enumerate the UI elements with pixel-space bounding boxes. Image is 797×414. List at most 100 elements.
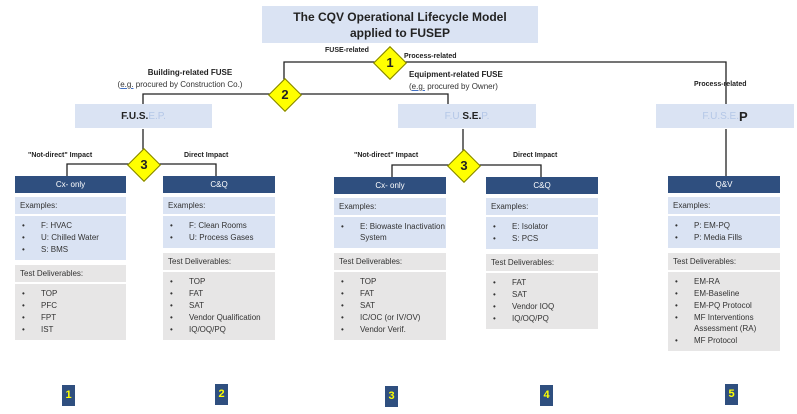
list-item: S: BMS xyxy=(15,244,126,255)
deliverables-list: FATSATVendor IOQIQ/OQ/PQ xyxy=(486,273,598,329)
list: FATSATVendor IOQIQ/OQ/PQ xyxy=(486,277,598,324)
title-line-1: The CQV Operational Lifecycle Model xyxy=(293,9,507,24)
deliverables-label: Test Deliverables: xyxy=(15,265,126,282)
list: P: EM-PQP: Media Fills xyxy=(668,220,780,243)
connector-2-to-equipment xyxy=(295,93,449,104)
list-item: FPT xyxy=(15,312,126,323)
list-item: FAT xyxy=(163,288,275,299)
list: EM-RAEM-BaselineEM-PQ ProtocolMF Interve… xyxy=(668,276,780,346)
eg-abbrev: e.g. xyxy=(120,80,134,89)
connector-1-to-process xyxy=(400,61,727,104)
list-item: TOP xyxy=(334,276,446,287)
examples-label: Examples: xyxy=(668,197,780,214)
list-item: SAT xyxy=(486,289,598,300)
column-3-cx-only: Cx- only Examples: E: Biowaste Inactivat… xyxy=(334,177,446,340)
building-fuse-title: Building-related FUSE xyxy=(147,68,233,77)
list-item: E: Biowaste Inactivation System xyxy=(334,221,446,243)
deliverables-list: TOPPFCFPTIST xyxy=(15,284,126,340)
list-item: PFC xyxy=(15,300,126,311)
column-header: Cx- only xyxy=(334,177,446,194)
examples-list: E: Biowaste Inactivation System xyxy=(334,217,446,248)
column-header: Cx- only xyxy=(15,176,126,193)
impact-label-not-direct-left: "Not-direct" Impact xyxy=(28,152,93,159)
list: E: IsolatorS: PCS xyxy=(486,221,598,244)
impact-label-direct-right: Direct Impact xyxy=(513,152,558,159)
building-fuse-example: (e.g. procured by Construction Co.) xyxy=(90,80,270,89)
connector-2-to-building xyxy=(142,93,273,104)
equipment-fuse-example: (e.g. procured by Owner) xyxy=(409,82,498,91)
examples-label: Examples: xyxy=(486,198,598,215)
list-item: SAT xyxy=(334,300,446,311)
examples-label: Examples: xyxy=(163,197,275,214)
list-item: MF Interventions Assessment (RA) xyxy=(668,312,780,334)
list-item: TOP xyxy=(15,288,126,299)
examples-list: F: HVACU: Chilled WaterS: BMS xyxy=(15,216,126,260)
list-item: Vendor IOQ xyxy=(486,301,598,312)
examples-label: Examples: xyxy=(334,198,446,215)
impact-label-not-direct-right: "Not-direct" Impact xyxy=(354,152,419,159)
connector-3a-right xyxy=(154,163,217,176)
list-item: FAT xyxy=(334,288,446,299)
connector-1-to-2 xyxy=(283,61,378,86)
examples-list: E: IsolatorS: PCS xyxy=(486,217,598,249)
list-item: Vendor Qualification xyxy=(163,312,275,323)
column-number-badge-3: 3 xyxy=(385,386,398,407)
building-fuse-heading: Building-related FUSE xyxy=(100,68,280,77)
column-header: C&Q xyxy=(486,177,598,194)
list: TOPPFCFPTIST xyxy=(15,288,126,335)
eg-abbrev: e.g. xyxy=(411,82,426,91)
connector-3b-right xyxy=(474,164,542,177)
column-number-badge-4: 4 xyxy=(540,385,553,406)
fuse-box-equipment: F.U.S.E.P. xyxy=(398,104,536,128)
fuse-bold-part: F.U.S. xyxy=(121,110,149,122)
equipment-eg-text: procured by Owner) xyxy=(425,82,498,91)
branch-label-process-related: Process-related xyxy=(404,53,457,60)
fuse-dim-pre: F.U. xyxy=(444,110,463,122)
column-number-badge-1: 1 xyxy=(62,385,75,406)
fuse-dim-part: F.U.S.E. xyxy=(702,110,739,122)
equipment-fuse-title: Equipment-related FUSE xyxy=(409,70,503,79)
list-item: IQ/OQ/PQ xyxy=(486,313,598,324)
fuse-dim-part: E.P. xyxy=(148,110,166,122)
deliverables-label: Test Deliverables: xyxy=(668,253,780,270)
list-item: P: EM-PQ xyxy=(668,220,780,231)
column-number-badge-2: 2 xyxy=(215,384,228,405)
decision-number-3-right: 3 xyxy=(460,158,468,173)
connector-3b-left xyxy=(391,164,452,177)
column-5-qv: Q&V Examples: P: EM-PQP: Media Fills Tes… xyxy=(668,176,780,351)
list-item: MF Protocol xyxy=(668,335,780,346)
list-item: TOP xyxy=(163,276,275,287)
decision-number-2: 2 xyxy=(281,87,289,102)
deliverables-list: TOPFATSATIC/OC (or IV/OV)Vendor Verif. xyxy=(334,272,446,340)
column-2-cq: C&Q Examples: F: Clean RoomsU: Process G… xyxy=(163,176,275,340)
column-1-cx-only: Cx- only Examples: F: HVACU: Chilled Wat… xyxy=(15,176,126,340)
list-item: EM-PQ Protocol xyxy=(668,300,780,311)
list-item: Vendor Verif. xyxy=(334,324,446,335)
list: TOPFATSATVendor QualificationIQ/OQ/PQ xyxy=(163,276,275,335)
branch-label-fuse-related: FUSE-related xyxy=(325,47,369,54)
connector-3a-left xyxy=(66,163,132,176)
list-item: EM-Baseline xyxy=(668,288,780,299)
list-item: P: Media Fills xyxy=(668,232,780,243)
examples-list: P: EM-PQP: Media Fills xyxy=(668,216,780,248)
list-item: IST xyxy=(15,324,126,335)
list: TOPFATSATIC/OC (or IV/OV)Vendor Verif. xyxy=(334,276,446,335)
examples-label: Examples: xyxy=(15,197,126,214)
decision-number-1: 1 xyxy=(386,55,394,70)
fuse-bold-part: S.E. xyxy=(462,110,482,122)
fuse-dim-post: P. xyxy=(481,110,490,122)
list-item: IQ/OQ/PQ xyxy=(163,324,275,335)
list: F: HVACU: Chilled WaterS: BMS xyxy=(15,220,126,255)
list-item: EM-RA xyxy=(668,276,780,287)
list-item: SAT xyxy=(163,300,275,311)
list-item: F: Clean Rooms xyxy=(163,220,275,231)
deliverables-list: EM-RAEM-BaselineEM-PQ ProtocolMF Interve… xyxy=(668,272,780,351)
list-item: FAT xyxy=(486,277,598,288)
diagram-title: The CQV Operational Lifecycle Model appl… xyxy=(262,6,538,43)
process-related-heading: Process-related xyxy=(694,81,747,88)
deliverables-label: Test Deliverables: xyxy=(163,253,275,270)
building-eg-text: procured by Construction Co.) xyxy=(133,80,243,89)
list-item: E: Isolator xyxy=(486,221,598,232)
paren: ( xyxy=(117,80,121,89)
